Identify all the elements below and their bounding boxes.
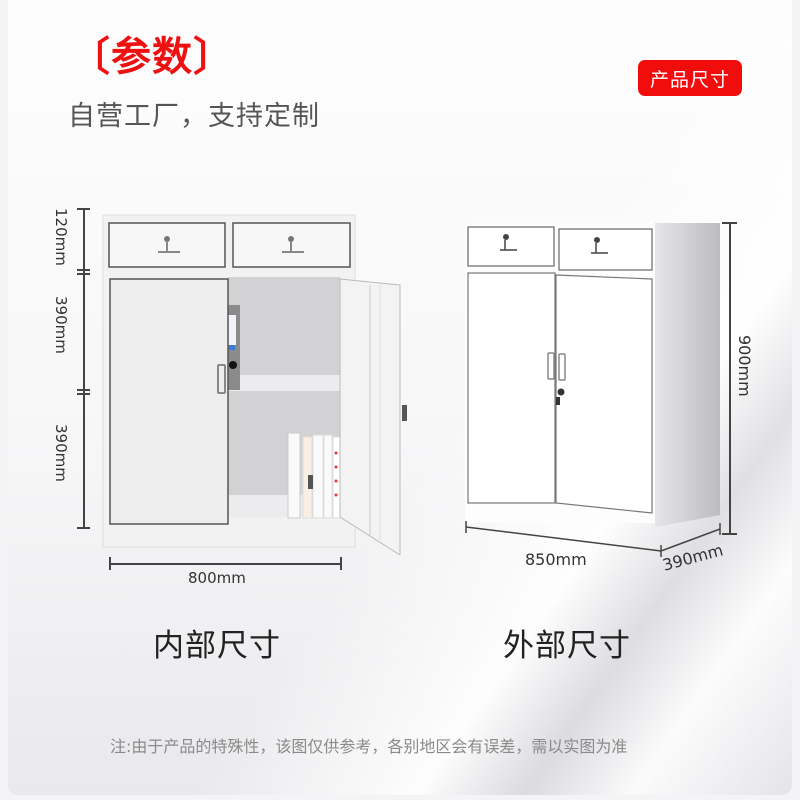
- outer-size-label: 外部尺寸: [503, 628, 631, 664]
- inner-cabinet-illustration: [100, 205, 420, 559]
- dimension-tick: [77, 393, 90, 395]
- outer-height-dimension-line: [729, 222, 731, 534]
- dimension-tick: [77, 389, 90, 391]
- dimension-tick: [77, 208, 90, 210]
- page-subtitle: 自营工厂，支持定制: [68, 101, 320, 132]
- dimension-tick: [77, 269, 90, 271]
- dimension-tick: [722, 222, 737, 224]
- inner-lower-height: 390mm: [52, 424, 70, 482]
- page-title: 〔参数〕: [70, 34, 234, 80]
- outer-cabinet-illustration: [460, 215, 730, 539]
- inner-height-dimension-line: [83, 208, 85, 528]
- spec-card: 〔参数〕 自营工厂，支持定制 产品尺寸: [8, 0, 792, 795]
- disclaimer-note: 注:由于产品的特殊性，该图仅供参考，各别地区会有误差，需以实图为准: [110, 737, 628, 756]
- dimension-tick: [77, 527, 90, 529]
- product-size-badge: 产品尺寸: [638, 60, 742, 96]
- inner-upper-height: 390mm: [52, 296, 70, 354]
- outer-width: 850mm: [525, 550, 587, 569]
- dimension-tick: [109, 557, 111, 570]
- inner-drawer-height: 120mm: [52, 208, 70, 266]
- dimension-tick: [77, 273, 90, 275]
- outer-base-dimension-lines: [458, 515, 738, 569]
- inner-width-dimension-line: [109, 563, 341, 565]
- inner-width: 800mm: [188, 569, 246, 587]
- dimension-tick: [340, 557, 342, 570]
- dimension-tick: [722, 533, 737, 535]
- outer-height: 900mm: [735, 335, 754, 397]
- inner-size-label: 内部尺寸: [153, 628, 281, 664]
